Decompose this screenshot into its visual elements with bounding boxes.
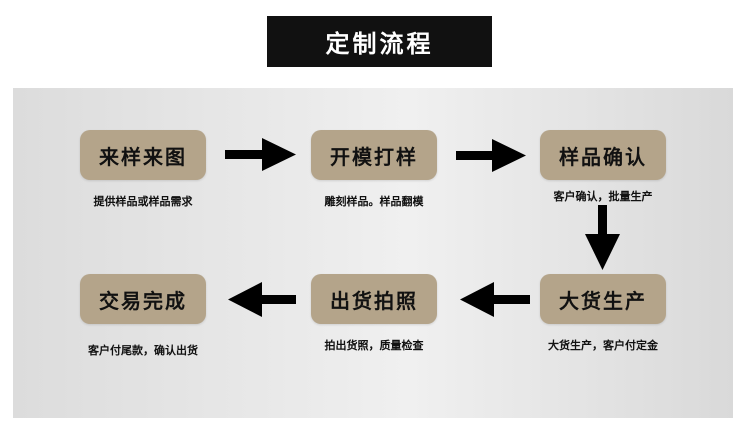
step-sample-confirm-desc: 客户确认，批量生产 [553, 190, 653, 203]
step-mold-proofing: 开模打样 [311, 130, 437, 180]
step-sample-drawing-desc: 提供样品或样品需求 [93, 195, 193, 208]
step-mold-proofing-desc: 雕刻样品。样品翻模 [324, 195, 424, 208]
step-shipping-photo-desc: 拍出货照，质量检查 [324, 339, 424, 352]
page-title: 定制流程 [267, 16, 492, 67]
step-deal-complete-desc: 客户付尾款，确认出货 [88, 344, 198, 357]
step-sample-confirm: 样品确认 [540, 130, 666, 180]
step-sample-drawing: 来样来图 [80, 130, 206, 180]
step-mass-production-desc: 大货生产，客户付定金 [548, 339, 658, 352]
step-mass-production: 大货生产 [540, 274, 666, 324]
step-deal-complete: 交易完成 [80, 274, 206, 324]
step-shipping-photo: 出货拍照 [311, 274, 437, 324]
